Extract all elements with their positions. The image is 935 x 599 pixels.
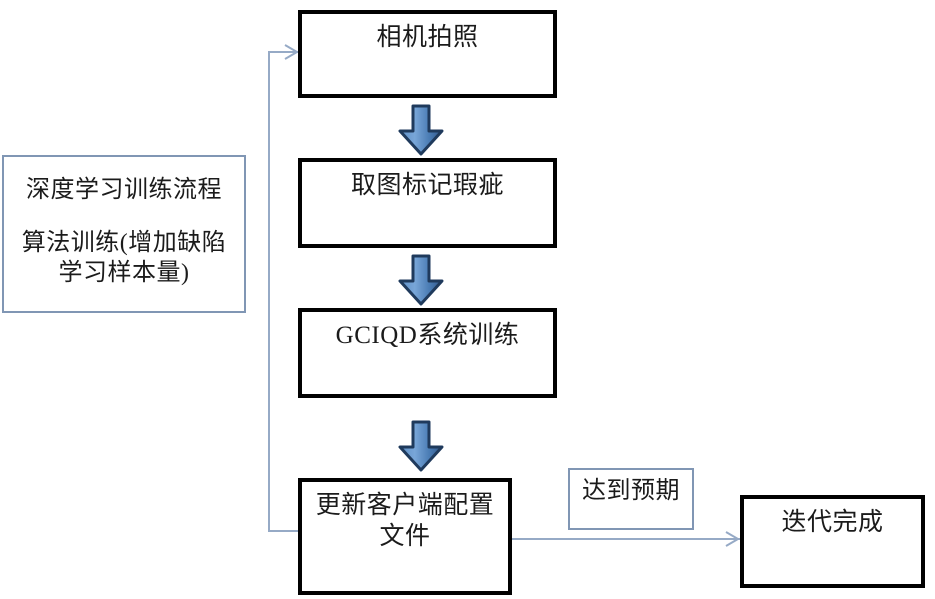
feedback-line-vertical-segment — [268, 52, 270, 532]
node-iteration-complete-label: 迭代完成 — [781, 509, 884, 536]
output-arrowhead-icon — [724, 531, 740, 547]
note-meets-expectation[interactable]: 达到预期 — [568, 468, 694, 530]
node-mark-defects-label: 取图标记瑕疵 — [350, 172, 504, 199]
node-camera-capture-label: 相机拍照 — [376, 24, 479, 51]
feedback-line-bottom-segment — [268, 530, 300, 532]
node-gciqd-system-training[interactable]: GCIQD系统训练 — [298, 308, 557, 398]
node-gciqd-system-training-label: GCIQD系统训练 — [335, 322, 520, 349]
node-iteration-complete[interactable]: 迭代完成 — [740, 495, 925, 588]
down-block-arrow-icon — [397, 104, 445, 156]
note-deep-learning-training-title: 深度学习训练流程 — [26, 177, 222, 203]
feedback-line-top-segment — [268, 51, 298, 53]
output-line — [512, 538, 740, 540]
node-camera-capture[interactable]: 相机拍照 — [298, 10, 557, 98]
note-deep-learning-training-body: 算法训练(增加缺陷 学习样本量) — [21, 229, 227, 287]
feedback-arrowhead-icon — [283, 44, 299, 60]
down-block-arrow-icon — [397, 420, 445, 472]
node-update-client-config[interactable]: 更新客户端配置 文件 — [298, 478, 512, 595]
note-meets-expectation-label: 达到预期 — [582, 478, 680, 504]
node-update-client-config-label: 更新客户端配置 文件 — [315, 492, 495, 551]
note-deep-learning-training[interactable]: 深度学习训练流程 算法训练(增加缺陷 学习样本量) — [2, 155, 246, 313]
node-mark-defects[interactable]: 取图标记瑕疵 — [298, 158, 557, 248]
down-block-arrow-icon — [397, 254, 445, 306]
